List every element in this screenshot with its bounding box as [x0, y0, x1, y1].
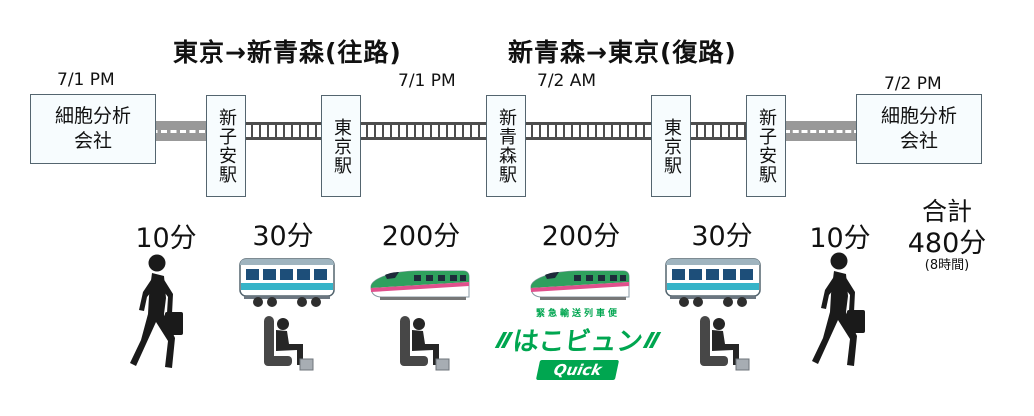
duration-local-outbound: 30分 — [252, 221, 314, 252]
inbound-route-title: 新青森→東京(復路) — [508, 38, 737, 67]
logo-tagline: 緊急輸送列車便 — [535, 309, 620, 319]
speed-lines-icon — [494, 331, 514, 348]
duration-shinkansen-outbound: 200分 — [381, 221, 461, 252]
total-note: (8時間) — [924, 258, 970, 273]
seated-passenger-with-box-icon — [696, 314, 752, 372]
station-shin-aomori: 新青森駅 — [486, 95, 526, 197]
seated-passenger-with-box-icon — [396, 314, 452, 372]
duration-shinkansen-inbound: 200分 — [541, 221, 621, 252]
road-segment-left — [140, 121, 226, 141]
station-tokyo-outbound: 東京駅 — [321, 95, 361, 197]
seated-passenger-with-box-icon — [260, 314, 316, 372]
railway-segment-outbound-local — [243, 122, 325, 140]
duration-walk-inbound: 10分 — [809, 223, 871, 254]
local-train-icon — [664, 256, 762, 308]
company-name-line1: 細胞分析 — [54, 105, 131, 128]
station-shin-koyasu-outbound: 新子安駅 — [206, 95, 246, 197]
speed-lines-icon — [642, 331, 662, 348]
railway-segment-inbound-shinkansen — [523, 122, 655, 140]
duration-walk-outbound: 10分 — [135, 223, 197, 254]
total-label: 合計 — [921, 197, 973, 226]
time-shin-aomori-arrival: 7/2 AM — [537, 71, 597, 91]
total-value: 480分 — [907, 228, 987, 259]
station-tokyo-inbound: 東京駅 — [651, 95, 691, 197]
walking-person-icon — [810, 250, 868, 370]
company-box-left: 細胞分析 会社 — [30, 94, 156, 164]
shinkansen-icon — [368, 260, 472, 304]
station-shin-koyasu-inbound: 新子安駅 — [746, 95, 786, 197]
railway-segment-inbound-local — [688, 122, 750, 140]
time-tokyo-departure: 7/1 PM — [398, 71, 456, 91]
company-name-line1: 細胞分析 — [880, 105, 957, 128]
hakobyun-quick-logo: 緊急輸送列車便 はこビュン Quick — [494, 306, 662, 380]
company-name-line2: 会社 — [73, 130, 112, 152]
road-segment-right — [782, 121, 862, 141]
outbound-route-title: 東京→新青森(往路) — [173, 38, 402, 67]
logo-name: はこビュン — [511, 327, 645, 357]
company-box-right: 細胞分析 会社 — [856, 94, 982, 164]
time-company-arrival: 7/2 PM — [884, 74, 942, 94]
shinkansen-icon — [528, 260, 632, 304]
duration-local-inbound: 30分 — [691, 221, 753, 252]
time-company-departure: 7/1 PM — [57, 70, 115, 90]
logo-quick-badge: Quick — [536, 360, 620, 380]
walking-person-icon — [128, 252, 186, 372]
railway-segment-outbound-shinkansen — [358, 122, 490, 140]
local-train-icon — [238, 256, 336, 308]
company-name-line2: 会社 — [899, 130, 938, 152]
